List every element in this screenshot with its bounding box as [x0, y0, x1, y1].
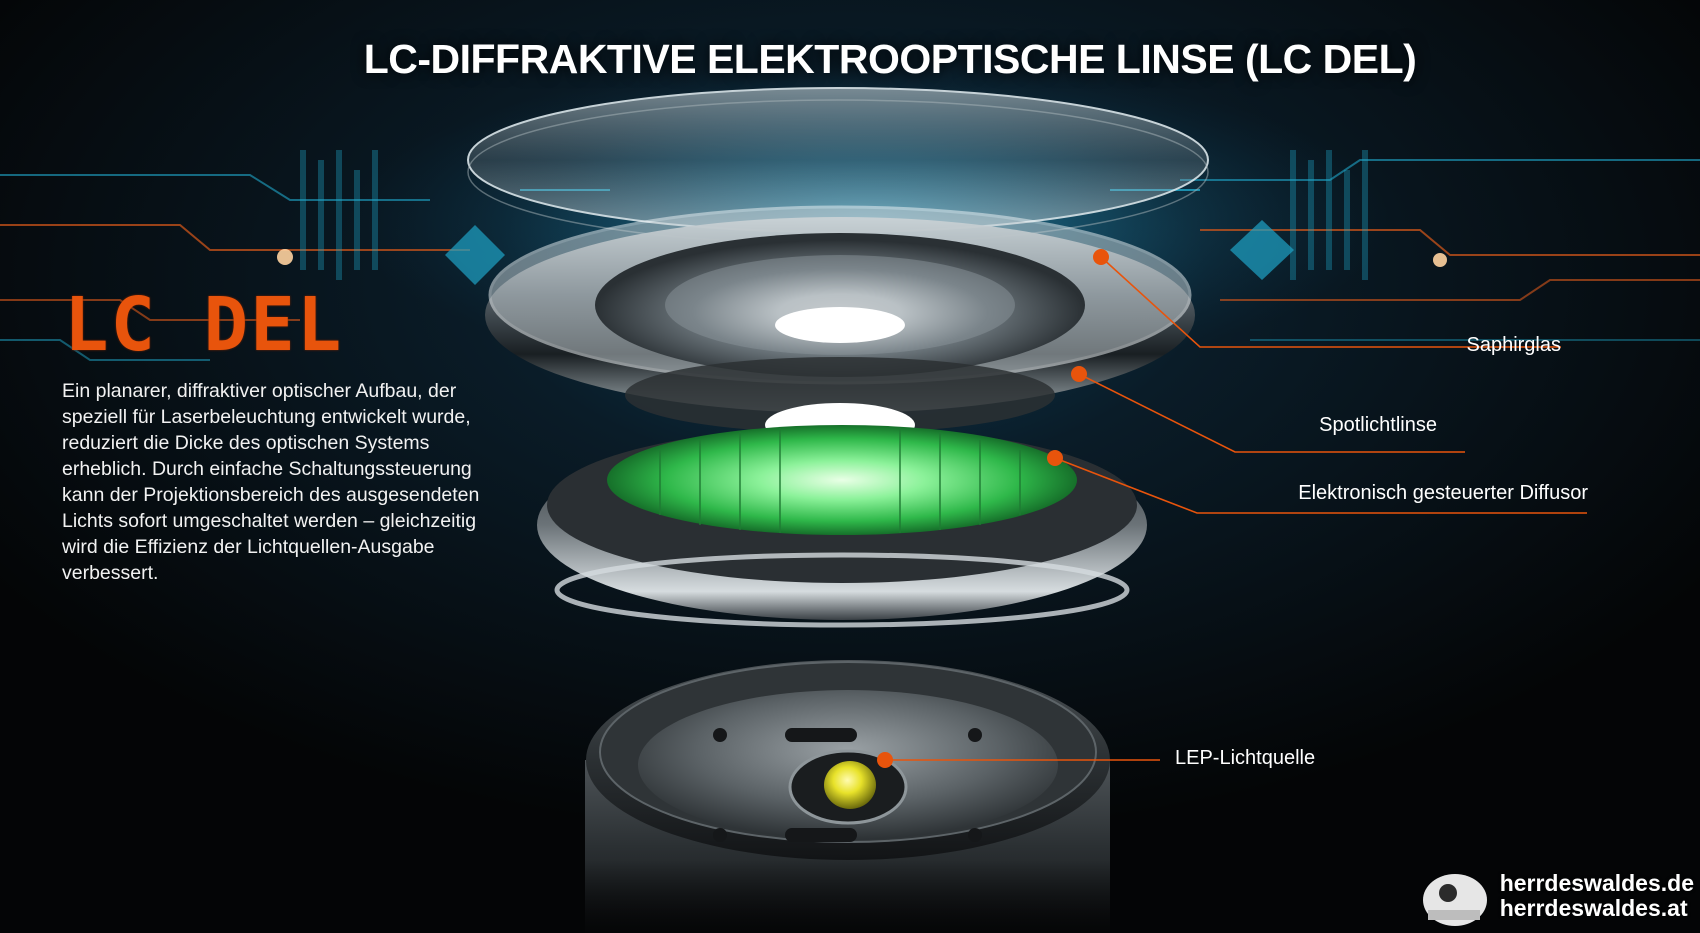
callout-diffuser: Elektronisch gesteuerter Diffusor	[1298, 482, 1588, 504]
light-source-base	[585, 660, 1110, 933]
description-text: Ein planarer, diffraktiver optischer Auf…	[62, 380, 480, 584]
watermark[interactable]: herrdeswaldes.de herrdeswaldes.at	[1500, 871, 1694, 921]
callout-lines	[885, 256, 1587, 761]
callout-dots	[877, 249, 1109, 768]
electronic-diffuser	[537, 425, 1147, 628]
circuit-blocks	[300, 150, 1368, 280]
watermark-de[interactable]: herrdeswaldes.de	[1499, 870, 1694, 896]
callout-spot-lens: Spotlichtlinse	[1319, 414, 1437, 436]
callout-light-source: LEP-Lichtquelle	[1175, 747, 1316, 769]
spot-lens	[485, 205, 1195, 447]
brand-label: LC DEL	[64, 282, 344, 368]
watermark-at[interactable]: herrdeswaldes.at	[1499, 895, 1688, 921]
callout-sapphire-glass: Saphirglas	[1466, 334, 1561, 356]
mascot-logo-icon	[1423, 874, 1487, 926]
page-title: LC-DIFFRAKTIVE ELEKTROOPTISCHE LINSE (LC…	[363, 36, 1417, 82]
